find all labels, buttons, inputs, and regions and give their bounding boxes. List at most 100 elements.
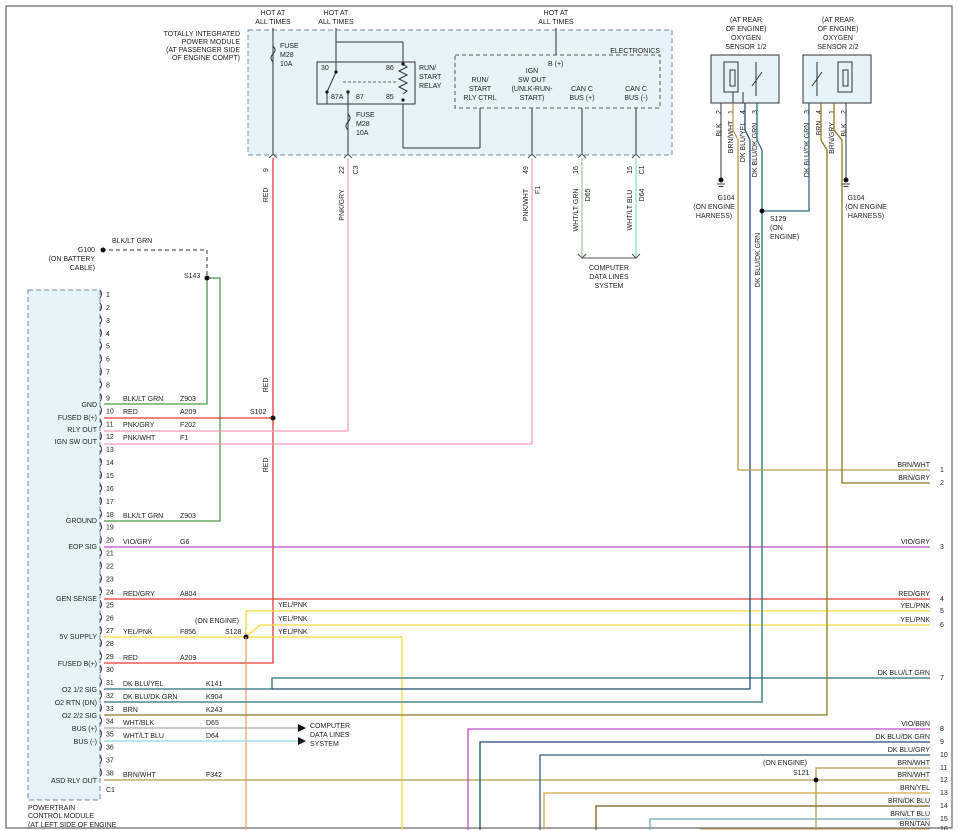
g104-right-1: G104 — [847, 195, 864, 202]
o2-22-pin-2: 2 — [841, 110, 848, 114]
electronics-label: ELECTRONICS — [610, 48, 660, 55]
pcm-pin-bracket — [99, 664, 102, 674]
pcm-pin-34: 34 — [106, 719, 114, 726]
pcm-pin-bracket — [99, 328, 102, 338]
pcm-sig-ground: GROUND — [66, 518, 97, 525]
pcm-pin-bracket — [99, 651, 102, 661]
o2-12-pin-2: 2 — [716, 110, 723, 114]
pcm-pin-9: 9 — [106, 395, 110, 402]
ypnk-label-2: YEL/PNK — [278, 616, 308, 623]
right-wire-label-13: BRN/YEL — [900, 785, 930, 792]
svg-text:F202: F202 — [180, 422, 196, 429]
hot-at-all-times-3b: ALL TIMES — [538, 19, 574, 26]
svg-text:BLK/LT GRN: BLK/LT GRN — [123, 513, 163, 520]
right-connector-16: 16 — [940, 826, 948, 830]
g100-wire-label: BLK/LT GRN — [112, 238, 152, 245]
ign-sw-out-2: SW OUT — [518, 77, 547, 84]
svg-text:BRN/WHT: BRN/WHT — [123, 772, 156, 779]
pcm-pin-37: 37 — [106, 757, 114, 764]
pcm-pin-bracket — [99, 496, 102, 506]
svg-text:K243: K243 — [206, 707, 222, 714]
cdl-mid-1: COMPUTER — [310, 723, 350, 730]
right-wire-label-9: DK BLU/DK GRN — [876, 734, 930, 741]
right-connector-14: 14 — [940, 803, 948, 810]
pcm-pin-33: 33 — [106, 706, 114, 713]
o2-22-pin-3: 3 — [804, 110, 811, 114]
o2-22-pin-1: 1 — [829, 110, 836, 114]
wire-label-pnk-wht: PNK/WHT — [523, 188, 530, 221]
s102-wire-red-2: RED — [263, 458, 270, 473]
fuse-a-icon — [270, 45, 276, 63]
pcm-pin-36: 36 — [106, 745, 114, 752]
svg-text:YEL/PNK: YEL/PNK — [123, 629, 153, 636]
svg-text:RED: RED — [123, 655, 138, 662]
pcm-sig-fused-b-10: FUSED B(+) — [58, 415, 97, 422]
pcm-pin-bracket — [99, 393, 102, 402]
ign-sw-out-4: START) — [520, 95, 545, 102]
o2-22-title-2: OF ENGINE) — [818, 26, 859, 33]
wire-vio-brn — [467, 728, 930, 830]
cdl-mid-2: DATA LINES — [310, 732, 350, 739]
pcm-pin-bracket — [99, 574, 102, 583]
g104-ground-icons — [717, 103, 850, 187]
s129-wire-label: DK BLU/DK GRN — [755, 233, 762, 287]
o2-22-wire-brn-gry: BRN/GRY — [829, 122, 836, 154]
pcm-sig-o2-22: O2 2/2 SIG — [62, 713, 97, 720]
o2-12-pin-3: 3 — [752, 110, 759, 114]
tipm-name-4: OF ENGINE COMPT) — [172, 55, 240, 62]
tipm-pin-49: 49 — [523, 166, 530, 174]
svg-text:WHT/LT BLU: WHT/LT BLU — [123, 733, 164, 740]
right-connector-13: 13 — [940, 790, 948, 797]
right-connector-4: 4 — [940, 596, 944, 603]
o2-12-title-3: OXYGEN — [731, 35, 761, 42]
can-c-pos-2: BUS (+) — [569, 95, 594, 102]
svg-text:Z903: Z903 — [180, 513, 196, 520]
wire-brn-wht-1 — [732, 103, 930, 471]
cdl-mid-3: SYSTEM — [310, 741, 339, 748]
right-connector-9: 9 — [940, 739, 944, 746]
pcm-pin-bracket — [99, 625, 102, 635]
right-connector-15: 15 — [940, 816, 948, 823]
svg-text:F342: F342 — [206, 772, 222, 779]
cdl-arrow-icon — [298, 724, 306, 745]
pcm-name-2: CONTROL MODULE — [28, 813, 94, 820]
right-wire-label-10: DK BLU/GRY — [888, 747, 931, 754]
svg-text:A804: A804 — [180, 591, 196, 598]
s143-label: S143 — [184, 273, 200, 280]
relay-label-3: RELAY — [419, 83, 442, 90]
wire-yel-pnk-down — [246, 636, 403, 830]
hot-at-all-times-1a: HOT AT — [261, 10, 286, 17]
pcm-pin-7: 7 — [106, 370, 110, 377]
fuse-a-id: M28 — [280, 52, 294, 59]
pcm-sig-gnd: GND — [81, 402, 97, 409]
wire-dk-blu-dk-grn — [104, 103, 763, 703]
can-c-neg-1: CAN C — [625, 86, 647, 93]
pcm-pin-22: 22 — [106, 564, 114, 571]
wire-label-pnk-gry: PNK/GRY — [339, 189, 346, 221]
pcm-pin-bracket — [99, 406, 102, 415]
tipm-name-3: (AT PASSENGER SIDE — [166, 47, 240, 54]
pcm-pin-15: 15 — [106, 473, 114, 480]
pcm-pin-bracket — [99, 380, 102, 389]
pcm-pin-24: 24 — [106, 589, 114, 596]
pcm-connector-c1: C1 — [106, 787, 115, 794]
o2-22-title-1: (AT REAR — [822, 17, 854, 24]
svg-text:D64: D64 — [206, 733, 219, 740]
pcm-pin-bracket — [99, 483, 102, 493]
wire-dk-blu-yel — [272, 103, 751, 690]
svg-text:BRN: BRN — [123, 707, 138, 714]
tipm-name-2: POWER MODULE — [182, 39, 241, 46]
fuse-b-rating: 10A — [356, 130, 369, 137]
wire-red-a209 — [104, 158, 274, 664]
g100-ground — [100, 247, 208, 278]
pcm-pin-13: 13 — [106, 447, 114, 454]
pcm-pin-bracket — [99, 638, 102, 648]
svg-text:RED: RED — [123, 409, 138, 416]
relay-pin-86: 86 — [386, 65, 394, 72]
pcm-pin-bracket — [99, 690, 102, 700]
svg-text:F1: F1 — [180, 435, 188, 442]
right-wire-label-11: BRN/WHT — [897, 760, 930, 767]
pcm-pin-column: 1234567891011121314151617181920212223242… — [99, 289, 114, 777]
wire-label-wht-lt-blu: WHT/LT BLU — [627, 190, 634, 231]
